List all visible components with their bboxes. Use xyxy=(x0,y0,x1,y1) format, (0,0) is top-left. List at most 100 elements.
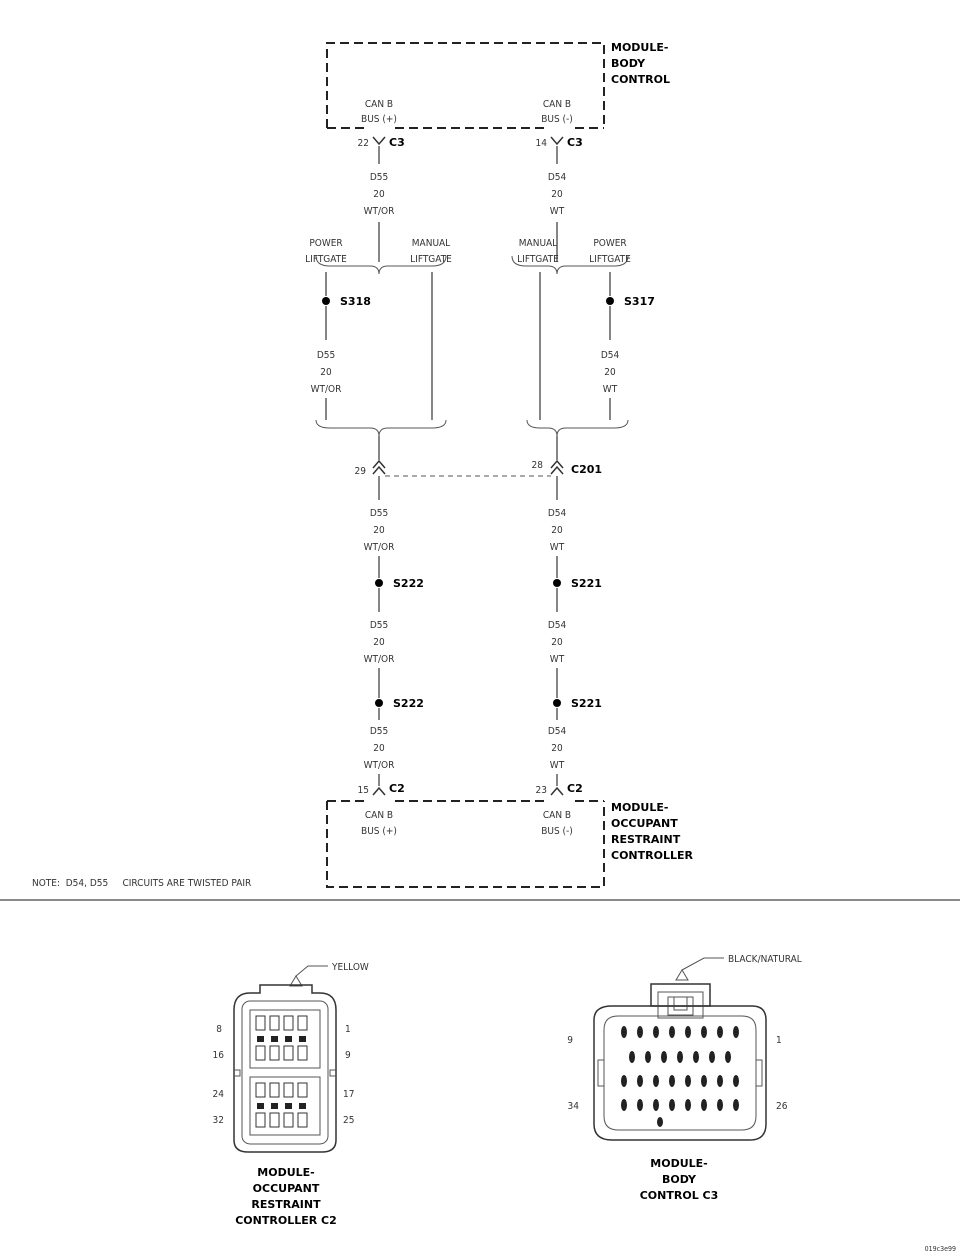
option-power-label-left-2: LIFTGATE xyxy=(305,254,347,265)
wire-d55-gauge: 20 xyxy=(373,525,385,536)
bcm-c3-pin-34: 34 xyxy=(568,1101,580,1112)
connector-view-bcm-c3: BLACK/NATURAL xyxy=(567,954,802,1202)
orc-neg-pin-label-1: CAN B xyxy=(543,810,571,821)
orc-pos-pin-label-1: CAN B xyxy=(365,810,393,821)
bcm-name-line-3: CONTROL xyxy=(611,73,670,86)
wire-d54-gauge: 20 xyxy=(551,637,563,648)
orc-c2-pin-8: 8 xyxy=(216,1024,222,1035)
module-body-control: MODULE- BODY CONTROL CAN B BUS (+) CAN B… xyxy=(326,41,670,129)
c201-pin-right: 28 xyxy=(532,460,544,471)
splice-s317-dot xyxy=(606,297,614,305)
bcm-c3-terminals: 22 C3 14 C3 xyxy=(358,136,583,149)
bcm-c3-title-1: MODULE- xyxy=(650,1157,707,1170)
orc-c2-color-label: YELLOW xyxy=(331,962,369,973)
bcm-pos-conn-name: C3 xyxy=(389,136,405,149)
wire-d55-code: D55 xyxy=(370,508,388,519)
twisted-pair-note: NOTE: D54, D55 CIRCUITS ARE TWISTED PAIR xyxy=(32,878,251,889)
orc-c2-pin-9: 9 xyxy=(345,1050,351,1061)
upper-wire-labels: D55 20 WT/OR D54 20 WT xyxy=(364,172,567,217)
splice-s222-label: S222 xyxy=(393,697,424,710)
orc-c2-title-1: MODULE- xyxy=(257,1166,314,1179)
orc-c2-pin-25: 25 xyxy=(343,1115,354,1126)
wire-d55-color: WT/OR xyxy=(364,760,395,771)
wire-d54-code: D54 xyxy=(601,350,620,361)
option-manual-label-right-1: MANUAL xyxy=(519,238,557,249)
orc-c2-pin-24: 24 xyxy=(213,1089,225,1100)
bcm-c3-color-label: BLACK/NATURAL xyxy=(728,954,802,965)
orc-neg-conn-name: C2 xyxy=(567,782,583,795)
wire-d54-color: WT xyxy=(550,542,565,553)
lower-wire-labels-3: D55 20 WT/OR D54 20 WT xyxy=(364,726,567,771)
splice-s221-label: S221 xyxy=(571,697,602,710)
option-manual-label-left-2: LIFTGATE xyxy=(410,254,452,265)
splice-s221-label: S221 xyxy=(571,577,602,590)
orc-c2-pin-32: 32 xyxy=(213,1115,224,1126)
orc-c2-pin-16: 16 xyxy=(213,1050,225,1061)
splice-s317-label: S317 xyxy=(624,295,655,308)
wire-d54-gauge: 20 xyxy=(604,367,616,378)
orc-c2-title-4: CONTROLLER C2 xyxy=(235,1214,337,1227)
wire-d54-code: D54 xyxy=(548,508,567,519)
wire-d54-color: WT xyxy=(550,654,565,665)
wire-d55-color: WT/OR xyxy=(311,384,342,395)
wire-d54-code: D54 xyxy=(548,726,567,737)
wire-d55-gauge: 20 xyxy=(320,367,332,378)
wire-d54-gauge: 20 xyxy=(551,189,563,200)
orc-c2-pin-17: 17 xyxy=(343,1089,354,1100)
wire-d54-gauge: 20 xyxy=(551,525,563,536)
bcm-pos-pin-label-1: CAN B xyxy=(365,99,393,110)
orc-pos-conn-name: C2 xyxy=(389,782,405,795)
bcm-c3-pin-9: 9 xyxy=(567,1035,573,1046)
orc-c2-terminals: 15 C2 23 C2 xyxy=(358,782,583,796)
wire-d54-code: D54 xyxy=(548,620,567,631)
orc-c2-pin-1: 1 xyxy=(345,1024,351,1035)
option-power-label-right-1: POWER xyxy=(593,238,626,249)
bcm-name-line-2: BODY xyxy=(611,57,646,70)
bcm-c3-pin-26: 26 xyxy=(776,1101,788,1112)
wire-d55-gauge: 20 xyxy=(373,637,385,648)
wire-d55-color: WT/OR xyxy=(364,206,395,217)
orc-c2-title-2: OCCUPANT xyxy=(253,1182,320,1195)
bcm-c3-title-3: CONTROL C3 xyxy=(640,1189,719,1202)
wire-d55-code: D55 xyxy=(370,172,388,183)
orc-name-line-3: RESTRAINT xyxy=(611,833,681,846)
connector-view-orc-c2: YELLOW xyxy=(213,962,369,1227)
orc-name-line-2: OCCUPANT xyxy=(611,817,678,830)
orc-pos-pin-number: 15 xyxy=(358,785,369,796)
orc-neg-pin-label-2: BUS (-) xyxy=(541,826,573,837)
merge-brace-left xyxy=(315,419,447,437)
wire-d55-code: D55 xyxy=(370,620,388,631)
option-power-label-right-2: LIFTGATE xyxy=(589,254,631,265)
orc-name-line-4: CONTROLLER xyxy=(611,849,693,862)
wire-d54-code: D54 xyxy=(548,172,567,183)
splice-s222-label: S222 xyxy=(393,577,424,590)
connector-c201: 29 28 C201 xyxy=(355,459,602,477)
wire-d55-color: WT/OR xyxy=(364,654,395,665)
bcm-c3-pin-1: 1 xyxy=(776,1035,782,1046)
bcm-c3-title-2: BODY xyxy=(662,1173,697,1186)
wire-d54-gauge: 20 xyxy=(551,743,563,754)
wire-d55-color: WT/OR xyxy=(364,542,395,553)
wire-d55-gauge: 20 xyxy=(373,189,385,200)
bcm-neg-conn-name: C3 xyxy=(567,136,583,149)
option-manual-label-left-1: MANUAL xyxy=(412,238,450,249)
bcm-neg-pin-label-1: CAN B xyxy=(543,99,571,110)
splice-s318-dot xyxy=(322,297,330,305)
lower-wire-labels-1: D55 20 WT/OR D54 20 WT xyxy=(364,508,567,553)
merge-brace-right xyxy=(526,419,629,437)
orc-neg-pin-number: 23 xyxy=(536,785,547,796)
option-brace-left xyxy=(315,255,447,275)
wire-d54-color: WT xyxy=(603,384,618,395)
module-occupant-restraint-controller: MODULE- OCCUPANT RESTRAINT CONTROLLER CA… xyxy=(326,800,693,888)
bcm-neg-pin-label-2: BUS (-) xyxy=(541,114,573,125)
figure-id: 019c3e99 xyxy=(925,1245,956,1253)
splice-s222-dot xyxy=(375,579,383,587)
c201-pin-left: 29 xyxy=(355,466,367,477)
option-power-label-left-1: POWER xyxy=(309,238,342,249)
splice-s318-label: S318 xyxy=(340,295,371,308)
bcm-neg-pin-number: 14 xyxy=(536,138,548,149)
wire-d54-color: WT xyxy=(550,206,565,217)
c201-label: C201 xyxy=(571,463,602,476)
branch-wire-labels: D55 20 WT/OR D54 20 WT xyxy=(311,350,620,395)
